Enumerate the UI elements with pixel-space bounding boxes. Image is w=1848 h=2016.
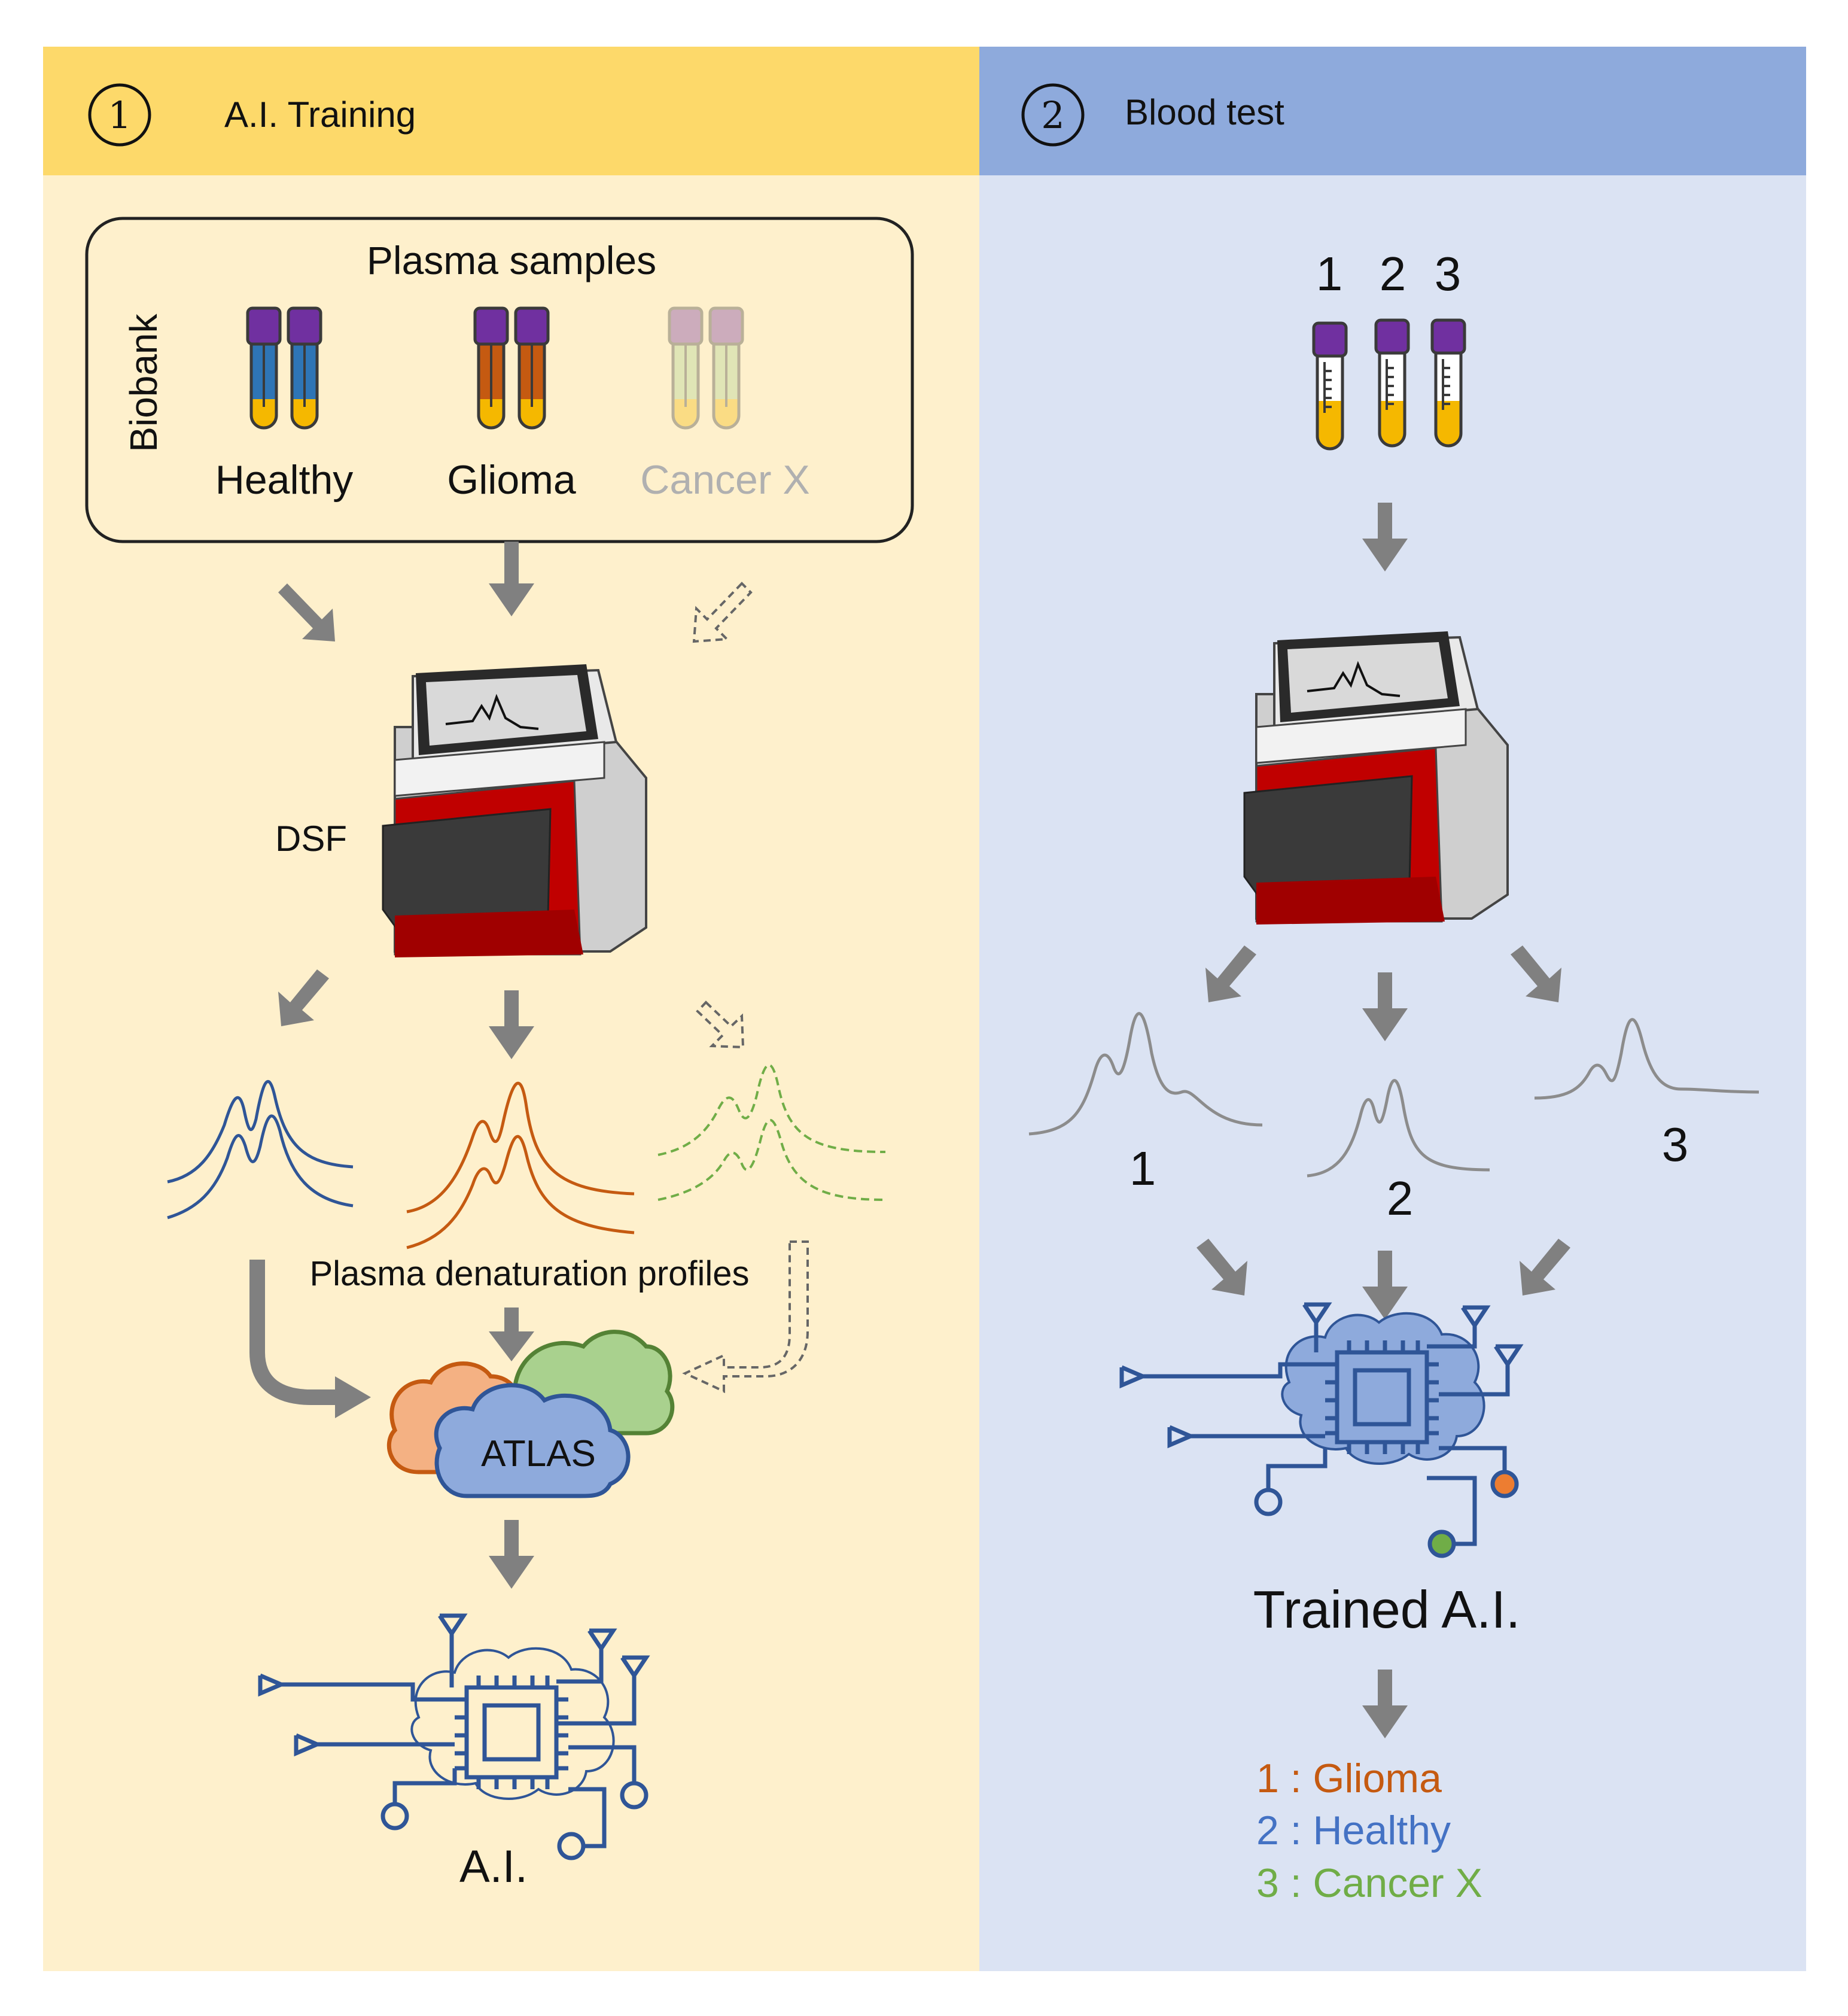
arrow-dsf-to-curve-1 [1205,945,1256,1002]
arrow-dsf-to-healthy-profile [278,969,329,1026]
arrow-dsf-to-glioma-profile [489,990,534,1059]
healthy-label: Healthy [215,457,354,503]
test-tube-3 [1430,318,1466,448]
atlas-cloud-group [386,1330,675,1498]
ai-label: A.I. [459,1841,528,1892]
arrow-profiles-to-atlas [489,1307,534,1361]
result-2: 2 : Healthy [1256,1808,1451,1853]
arrow-curve-3-to-ai [1520,1239,1570,1296]
test-curve-2 [1307,1079,1490,1178]
test-curve-label-3: 3 [1662,1118,1689,1171]
arrow-healthy-to-atlas [249,1260,335,1405]
training-title: A.I. Training [224,95,416,135]
arrow-atlas-to-ai [489,1520,534,1589]
test-title: Blood test [1125,92,1284,132]
arrow-dsf-to-curve-2 [1362,972,1408,1041]
biobank-box [85,217,914,543]
test-tube-number-2: 2 [1380,247,1406,300]
test-curve-3 [1534,1018,1759,1100]
biobank-side-label: Biobank [122,313,165,452]
arrow-ai-to-results [1362,1670,1408,1738]
profiles-label: Plasma denaturation profiles [309,1254,749,1293]
test-tube-number-3: 3 [1435,247,1462,300]
test-curve-1 [1028,1012,1263,1136]
glioma-tubes [473,306,550,430]
trained-ai-label: Trained A.I. [1253,1580,1521,1639]
glioma-label: Glioma [447,457,576,503]
step-one-circle [88,83,151,147]
result-3: 3 : Cancer X [1256,1860,1482,1906]
dsf-instrument-test [1243,631,1509,925]
step-two-number: 2 [1041,93,1064,137]
healthy-tubes [246,306,322,430]
arrow-curve-2-to-ai [1362,1251,1408,1319]
test-tube-2 [1374,318,1410,448]
dsf-instrument [382,664,647,957]
arrow-dsf-to-cancer-x-profile [696,1001,745,1049]
arrow-healthy-to-dsf [278,583,335,641]
ai-chip-icon [258,1613,650,1860]
result-1: 1 : Glioma [1256,1756,1442,1801]
arrow-dsf-to-curve-3 [1511,945,1561,1002]
test-curve-label-2: 2 [1387,1172,1414,1225]
panel-training-header [43,47,979,175]
arrow-glioma-to-dsf [489,542,534,616]
test-curve-label-1: 1 [1129,1142,1156,1195]
dsf-label: DSF [275,819,347,859]
arrow-curve-1-to-ai [1197,1239,1247,1296]
step-two-circle [1021,83,1085,147]
arrow-cancer-x-to-dsf [692,582,753,643]
cancer-x-label: Cancer X [640,457,809,503]
healthy-profile [167,1080,354,1220]
panel-test-header [979,47,1806,175]
arrow-cancer-x-to-atlas [682,1240,809,1394]
atlas-label: ATLAS [481,1433,596,1474]
test-tube-1 [1312,321,1348,451]
glioma-profile [406,1081,635,1249]
cancer-x-profile [657,1064,886,1201]
arrow-tubes-to-dsf [1362,503,1408,571]
plasma-samples-title: Plasma samples [367,238,656,282]
test-tube-number-1: 1 [1316,247,1343,300]
trained-ai-chip-icon [1119,1302,1524,1558]
step-one-number: 1 [108,93,131,137]
arrow-healthy-to-atlas-head [335,1376,371,1418]
cancer-x-tubes [668,306,744,430]
